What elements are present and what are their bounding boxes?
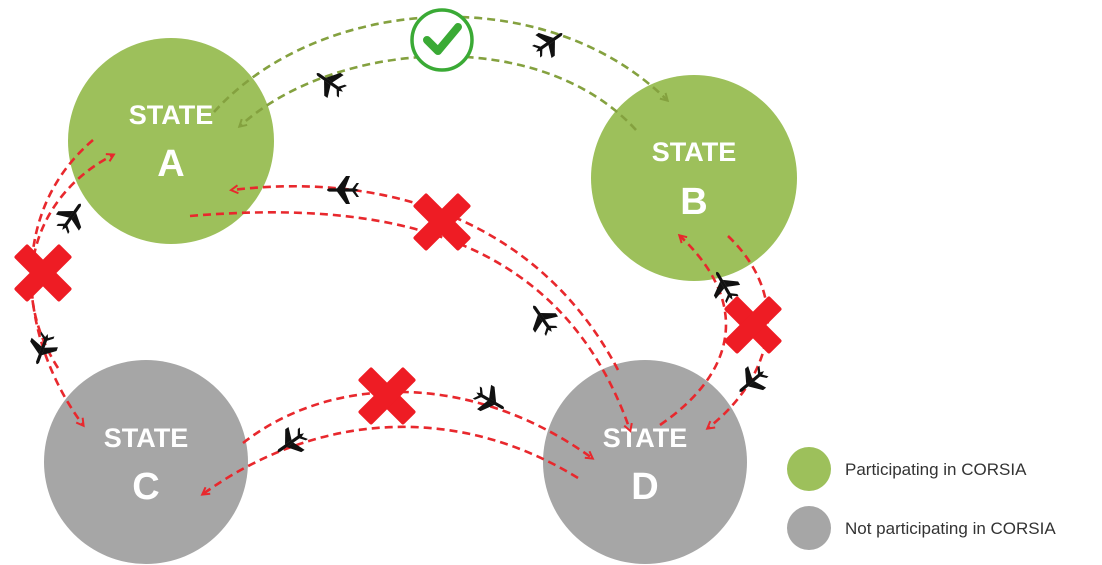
airplane-icon — [469, 380, 511, 421]
route-b-to-a — [240, 55, 637, 131]
check-icon — [410, 8, 474, 72]
state-node-b: STATE B — [591, 75, 797, 281]
route-d-to-a — [232, 186, 620, 371]
state-circle-c — [44, 360, 248, 564]
airplane-icon — [730, 360, 774, 403]
state-circle-b — [591, 75, 797, 281]
state-circle-a — [68, 38, 274, 244]
state-b-label: STATE — [652, 137, 737, 167]
cross-icon — [0, 227, 89, 319]
state-b-letter: B — [680, 181, 707, 223]
legend-not-participating-label: Not participating in CORSIA — [845, 519, 1056, 538]
airplane-icon — [327, 176, 359, 204]
state-c-label: STATE — [104, 423, 189, 453]
state-circle-d — [543, 360, 747, 564]
state-node-a: STATE A — [68, 38, 274, 244]
route-a-to-d — [189, 211, 630, 430]
state-d-label: STATE — [603, 423, 688, 453]
airplane-icon — [308, 61, 351, 104]
route-a-b — [213, 15, 667, 131]
state-node-c: STATE C — [44, 360, 248, 564]
state-a-label: STATE — [129, 100, 214, 130]
airplane-icon — [528, 21, 571, 64]
legend: Participating in CORSIA Not participatin… — [787, 447, 1056, 550]
route-a-to-b — [213, 15, 667, 113]
airplane-icon — [521, 297, 564, 340]
route-b-d — [659, 235, 770, 428]
legend-participating-swatch — [787, 447, 831, 491]
state-d-letter: D — [631, 466, 658, 508]
legend-participating-label: Participating in CORSIA — [845, 460, 1027, 479]
state-a-letter: A — [157, 143, 184, 185]
route-b-to-d — [708, 235, 770, 428]
route-c-d — [203, 390, 592, 494]
route-c-to-d — [242, 390, 592, 458]
airplane-icon — [269, 421, 312, 464]
route-a-d — [189, 186, 630, 430]
route-d-to-c — [203, 425, 579, 494]
cross-icon — [396, 176, 488, 268]
legend-not-participating-swatch — [787, 506, 831, 550]
state-c-letter: C — [132, 466, 159, 508]
state-node-d: STATE D — [543, 360, 747, 564]
